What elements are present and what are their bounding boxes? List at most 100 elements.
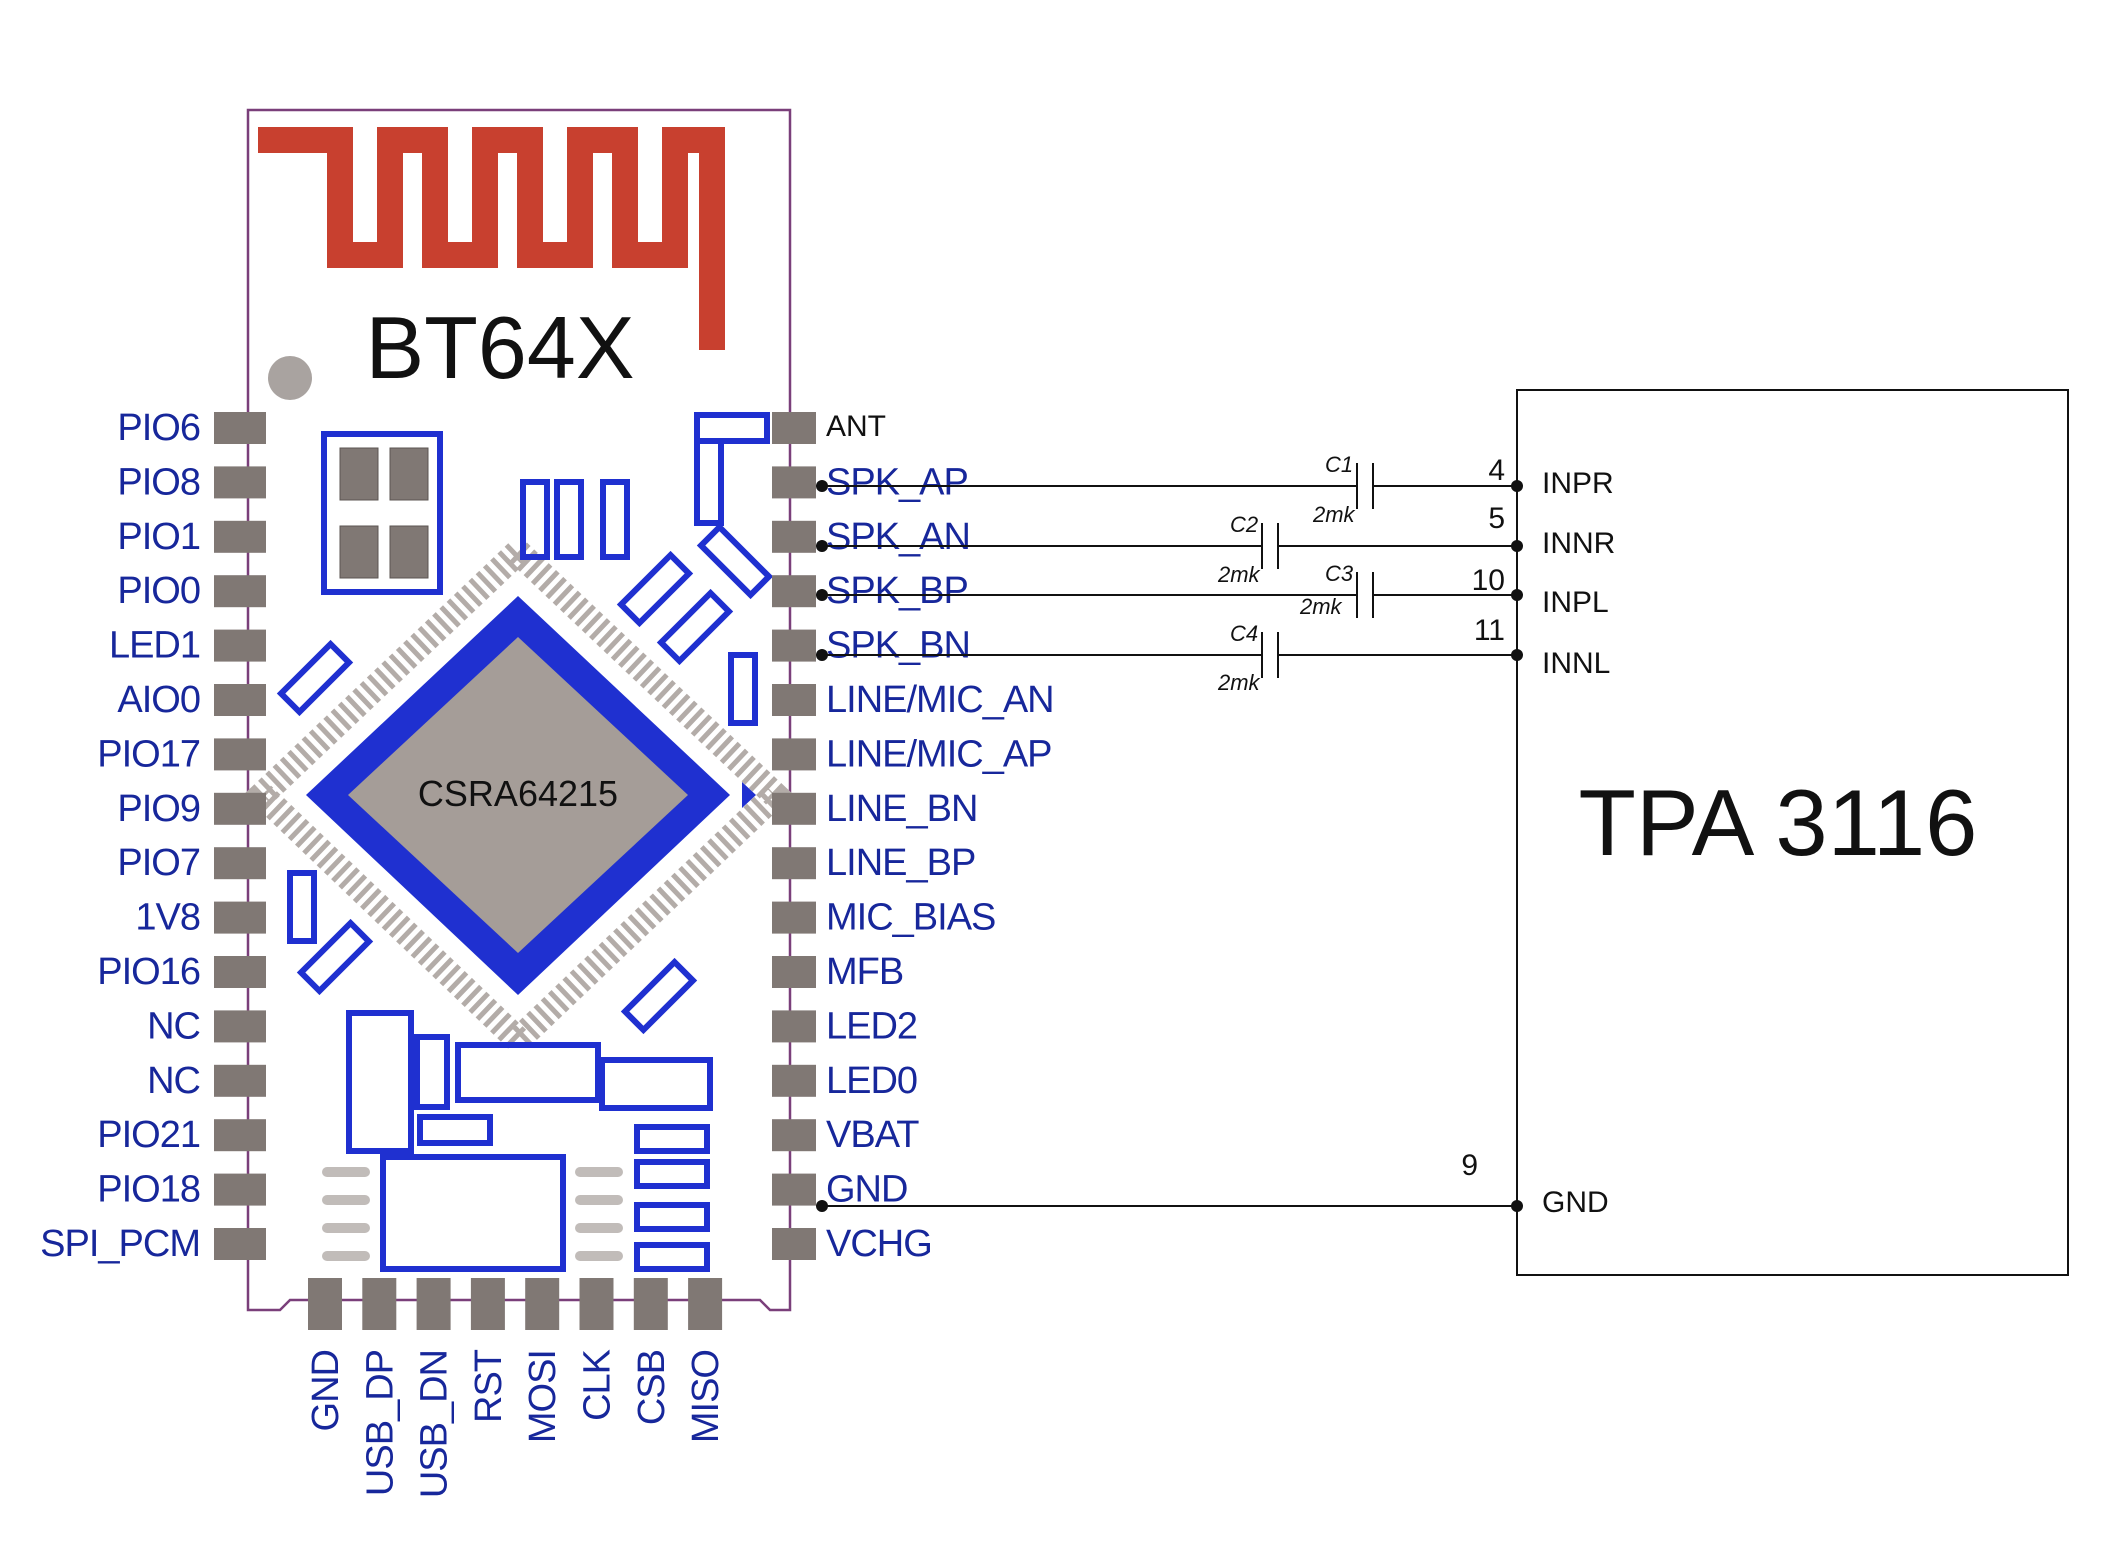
amplifier-title: TPA 3116 xyxy=(1579,770,1978,875)
pin-pad xyxy=(214,901,266,934)
pin-label-line-mic-an: LINE/MIC_AN xyxy=(826,679,1054,721)
pin-pad xyxy=(214,412,266,444)
cap-value-c3: 2mk xyxy=(1299,594,1343,619)
cap-footprint xyxy=(696,522,774,600)
pin-label-nc: NC xyxy=(147,1005,200,1047)
left-pin-labels: PIO6PIO8PIO1PIO0LED1AIO0PIO17PIO9PIO71V8… xyxy=(40,407,201,1265)
cap-footprint xyxy=(616,550,694,628)
pin-label-miso: MISO xyxy=(685,1350,727,1443)
ant-match-footprint xyxy=(694,412,770,444)
pin-pad xyxy=(772,1119,816,1152)
pin-pad xyxy=(772,575,816,608)
capacitor-c3: C3 2mk xyxy=(1299,561,1374,619)
amp-pin-name-innr: INNR xyxy=(1542,527,1615,560)
pin-pad xyxy=(772,901,816,934)
amp-pin-number-4: 4 xyxy=(1488,454,1505,487)
pin-label-pio9: PIO9 xyxy=(117,788,200,830)
right-pin-labels: ANTSPK_APSPK_ANSPK_BPSPK_BNLINE/MIC_ANLI… xyxy=(826,410,1055,1265)
pin-pad xyxy=(772,1228,816,1260)
pin-label-pio18: PIO18 xyxy=(97,1169,200,1211)
module-outline xyxy=(246,108,792,1312)
cap-footprint xyxy=(620,957,698,1035)
pin-label-spk-bp: SPK_BP xyxy=(826,570,968,612)
amp-pin-number-5: 5 xyxy=(1488,502,1505,535)
pin-pad xyxy=(214,1119,266,1152)
pin-pad xyxy=(688,1278,723,1330)
pin-label-line-bp: LINE_BP xyxy=(826,842,975,884)
crystal-pad xyxy=(339,525,379,579)
cap-footprint xyxy=(634,1242,710,1272)
cap-ref-c2: C2 xyxy=(1230,512,1258,537)
regulator-pins xyxy=(322,1167,623,1261)
amp-pin-number-10: 10 xyxy=(1472,564,1505,597)
capacitor-c1: C1 2mk xyxy=(1312,452,1374,527)
chip-pin-ring xyxy=(243,534,794,1058)
pin-label-vbat: VBAT xyxy=(826,1114,919,1156)
pin-pad xyxy=(214,520,266,553)
pin-pad xyxy=(214,1173,266,1206)
pin-pad xyxy=(772,1064,816,1097)
pin-label-pio0: PIO0 xyxy=(117,570,200,612)
pin-label-pio8: PIO8 xyxy=(117,461,200,503)
crystal-pad xyxy=(339,447,379,501)
regulator-footprint xyxy=(380,1154,566,1272)
pin-pad xyxy=(772,738,816,771)
capacitor-c4: C4 2mk xyxy=(1217,621,1279,695)
pin-label-spk-an: SPK_AN xyxy=(826,516,970,558)
cap-footprint xyxy=(414,1034,450,1110)
pin-pad xyxy=(362,1278,397,1330)
tpa3116-amplifier: TPA 3116 INPR INNR INPL INNL GND 4 5 10 … xyxy=(1461,389,2069,1276)
pin-label-nc: NC xyxy=(147,1060,200,1102)
cap-footprint xyxy=(554,479,584,560)
amp-pin-name-gnd: GND xyxy=(1542,1186,1609,1219)
cap-footprint xyxy=(520,479,550,560)
module-title: BT64X xyxy=(365,298,634,397)
pin-label-rst: RST xyxy=(468,1349,510,1423)
pin-label-spi-pcm: SPI_PCM xyxy=(40,1223,200,1265)
pin-pad xyxy=(772,520,816,553)
pin-label-mfb: MFB xyxy=(826,951,903,993)
pin-label-pio16: PIO16 xyxy=(97,951,200,993)
antenna-trace xyxy=(258,127,725,350)
pin-label-usb-dp: USB_DP xyxy=(359,1350,401,1496)
bt64x-module: BT64X CSRA64215 xyxy=(40,108,1055,1498)
pin-pad xyxy=(633,1278,668,1330)
pin-pad xyxy=(214,684,266,716)
amplifier-outline xyxy=(1516,389,2069,1276)
cap-footprint xyxy=(656,588,734,666)
cap-footprint xyxy=(600,479,630,560)
pin-pad xyxy=(772,629,816,662)
amp-pin-name-innl: INNL xyxy=(1542,647,1610,680)
pin-pad xyxy=(416,1278,451,1330)
chip-die xyxy=(348,637,688,953)
cap-footprint xyxy=(287,870,317,944)
inductor-footprint xyxy=(346,1010,414,1154)
pin-label-line-bn: LINE_BN xyxy=(826,788,977,830)
pin-label-usb-dn: USB_DN xyxy=(414,1350,456,1498)
pin-label-led2: LED2 xyxy=(826,1005,917,1047)
pin-pad xyxy=(308,1278,342,1330)
cap-value-c1: 2mk xyxy=(1312,502,1356,527)
pin1-marker xyxy=(268,356,312,400)
pin-pad xyxy=(772,412,816,444)
bottom-pin-pads xyxy=(308,1278,723,1330)
amp-pin-number-9: 9 xyxy=(1461,1149,1478,1182)
pin-pad xyxy=(525,1278,560,1330)
pin-label-mic-bias: MIC_BIAS xyxy=(826,897,995,939)
pin-label-gnd: GND xyxy=(826,1169,907,1211)
components xyxy=(276,412,774,1272)
pin-pad xyxy=(214,847,266,880)
pin-label-pio7: PIO7 xyxy=(117,842,200,884)
chip-label: CSRA64215 xyxy=(418,773,618,814)
pin-pad xyxy=(214,956,266,988)
pin-pad xyxy=(772,847,816,880)
pin-label-aio0: AIO0 xyxy=(117,679,200,721)
pin-label-pio21: PIO21 xyxy=(97,1114,200,1156)
pin-label-line-mic-ap: LINE/MIC_AP xyxy=(826,733,1052,775)
wires xyxy=(816,480,1523,1212)
crystal-pad xyxy=(389,447,429,501)
cap-footprint xyxy=(276,639,354,717)
pin-pad xyxy=(579,1278,614,1330)
left-pin-pads xyxy=(214,412,266,1260)
pin-pad xyxy=(214,1228,266,1260)
